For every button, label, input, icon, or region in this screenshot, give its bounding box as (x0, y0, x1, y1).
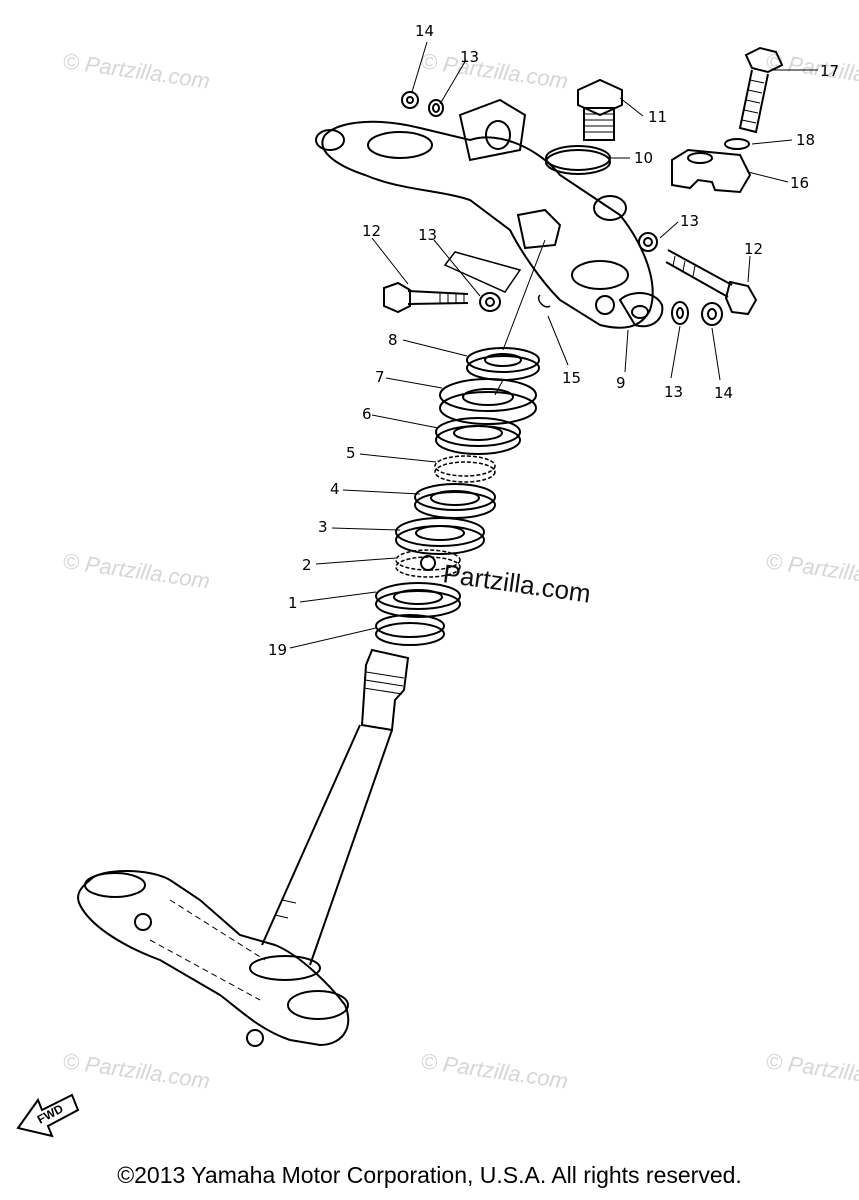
callout-1: 1 (288, 594, 298, 612)
lower-bracket (77, 870, 350, 1047)
watermark-center: Partzilla.com (441, 558, 593, 608)
part-8-ring-nut (466, 347, 540, 381)
part-13-14-right (671, 301, 723, 326)
steering-stem (261, 648, 410, 966)
callout-13-left: 13 (418, 226, 437, 244)
part-13-washer-left (479, 292, 501, 312)
upper-bracket (315, 98, 664, 329)
part-12-bolt-left (383, 281, 469, 314)
part-17-bolt (738, 46, 784, 134)
part-2-balls (395, 549, 461, 578)
callout-2: 2 (302, 556, 312, 574)
callout-9: 9 (616, 374, 626, 392)
watermark-6: © Partzilla.com (61, 1048, 211, 1093)
watermark-2: © Partzilla.com (419, 48, 569, 93)
part-15-clip (443, 251, 551, 308)
callout-13-top: 13 (460, 48, 479, 66)
part-19-seal (375, 614, 445, 646)
watermark-5: © Partzilla.com (764, 548, 859, 593)
callout-19: 19 (268, 641, 287, 659)
callout-labels: 14 13 11 17 10 18 16 13 12 13 12 8 15 9 … (268, 22, 839, 659)
callout-10: 10 (634, 149, 653, 167)
part-10-washer (545, 145, 611, 175)
part-13-14-top-left (401, 91, 444, 117)
callout-6: 6 (362, 405, 372, 423)
watermark-4: © Partzilla.com (61, 548, 211, 593)
callout-12-right: 12 (744, 240, 763, 258)
callout-14-right: 14 (714, 384, 733, 402)
callout-14-top: 14 (415, 22, 434, 40)
fwd-arrow: FWD (16, 1093, 80, 1138)
part-5-balls (434, 455, 496, 483)
callout-16: 16 (790, 174, 809, 192)
watermark-1: © Partzilla.com (61, 48, 211, 93)
watermarks: © Partzilla.com © Partzilla.com © Partzi… (61, 48, 859, 1093)
callout-8: 8 (388, 331, 398, 349)
part-11-cap-bolt (577, 78, 623, 141)
part-16-holder (671, 148, 752, 194)
watermark-3: © Partzilla.com (764, 48, 859, 93)
part-13-washer-mid (638, 232, 658, 252)
callout-18: 18 (796, 131, 815, 149)
part-18-washer (724, 138, 750, 150)
watermark-7: © Partzilla.com (419, 1048, 569, 1093)
stem-axis-line (494, 239, 546, 396)
copyright-notice: ©2013 Yamaha Motor Corporation, U.S.A. A… (117, 1162, 742, 1188)
watermark-8: © Partzilla.com (764, 1048, 859, 1093)
callout-11: 11 (648, 108, 667, 126)
part-7-cover (439, 378, 537, 425)
part-12-bolt-right (665, 249, 758, 316)
part-3-race (395, 517, 485, 555)
leader-lines (289, 41, 818, 649)
callout-3: 3 (318, 518, 328, 536)
callout-12-left: 12 (362, 222, 381, 240)
part-1-race (375, 582, 461, 618)
callout-5: 5 (346, 444, 356, 462)
callout-4: 4 (330, 480, 340, 498)
callout-13-right: 13 (664, 383, 683, 401)
part-4-race (414, 483, 496, 519)
part-6-race (435, 417, 521, 455)
callout-17: 17 (820, 62, 839, 80)
callout-15: 15 (562, 369, 581, 387)
callout-7: 7 (375, 368, 385, 386)
callout-13-mid: 13 (680, 212, 699, 230)
